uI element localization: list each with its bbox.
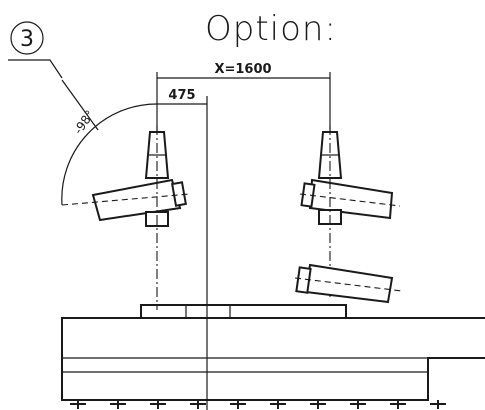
fixture-plate-outline — [140, 304, 347, 319]
dim-x-label: X=1600 — [214, 62, 271, 77]
right-lower-spindle-nose — [295, 266, 312, 294]
dim-offset-label: 475 — [168, 88, 195, 103]
badge-circle — [10, 21, 44, 55]
dimension-x: X=1600 — [156, 62, 331, 135]
right-spindle-axis-line — [299, 193, 401, 207]
left-spindle-unit — [61, 125, 191, 310]
drawing-title: Option: — [205, 9, 337, 49]
right-lower-spindle-body — [304, 263, 394, 304]
angle-label: -98° — [71, 108, 97, 137]
left-spindle-axis-line — [61, 193, 191, 206]
bed-supports — [70, 400, 446, 409]
right-spindle-lower-unit — [294, 263, 403, 304]
fixture-plate — [140, 304, 347, 319]
right-lower-spindle-axis-line — [294, 277, 403, 292]
machine-bed — [61, 317, 485, 401]
right-spindle-unit — [299, 125, 401, 300]
position-badge: 3 — [8, 21, 63, 79]
badge-leader-line — [8, 59, 63, 79]
left-spindle-horizontal-body — [91, 178, 182, 222]
badge-number: 3 — [20, 27, 34, 52]
angle-arc — [61, 103, 158, 206]
angle-leader-line — [61, 79, 99, 131]
machine-bed-outline — [61, 317, 485, 401]
